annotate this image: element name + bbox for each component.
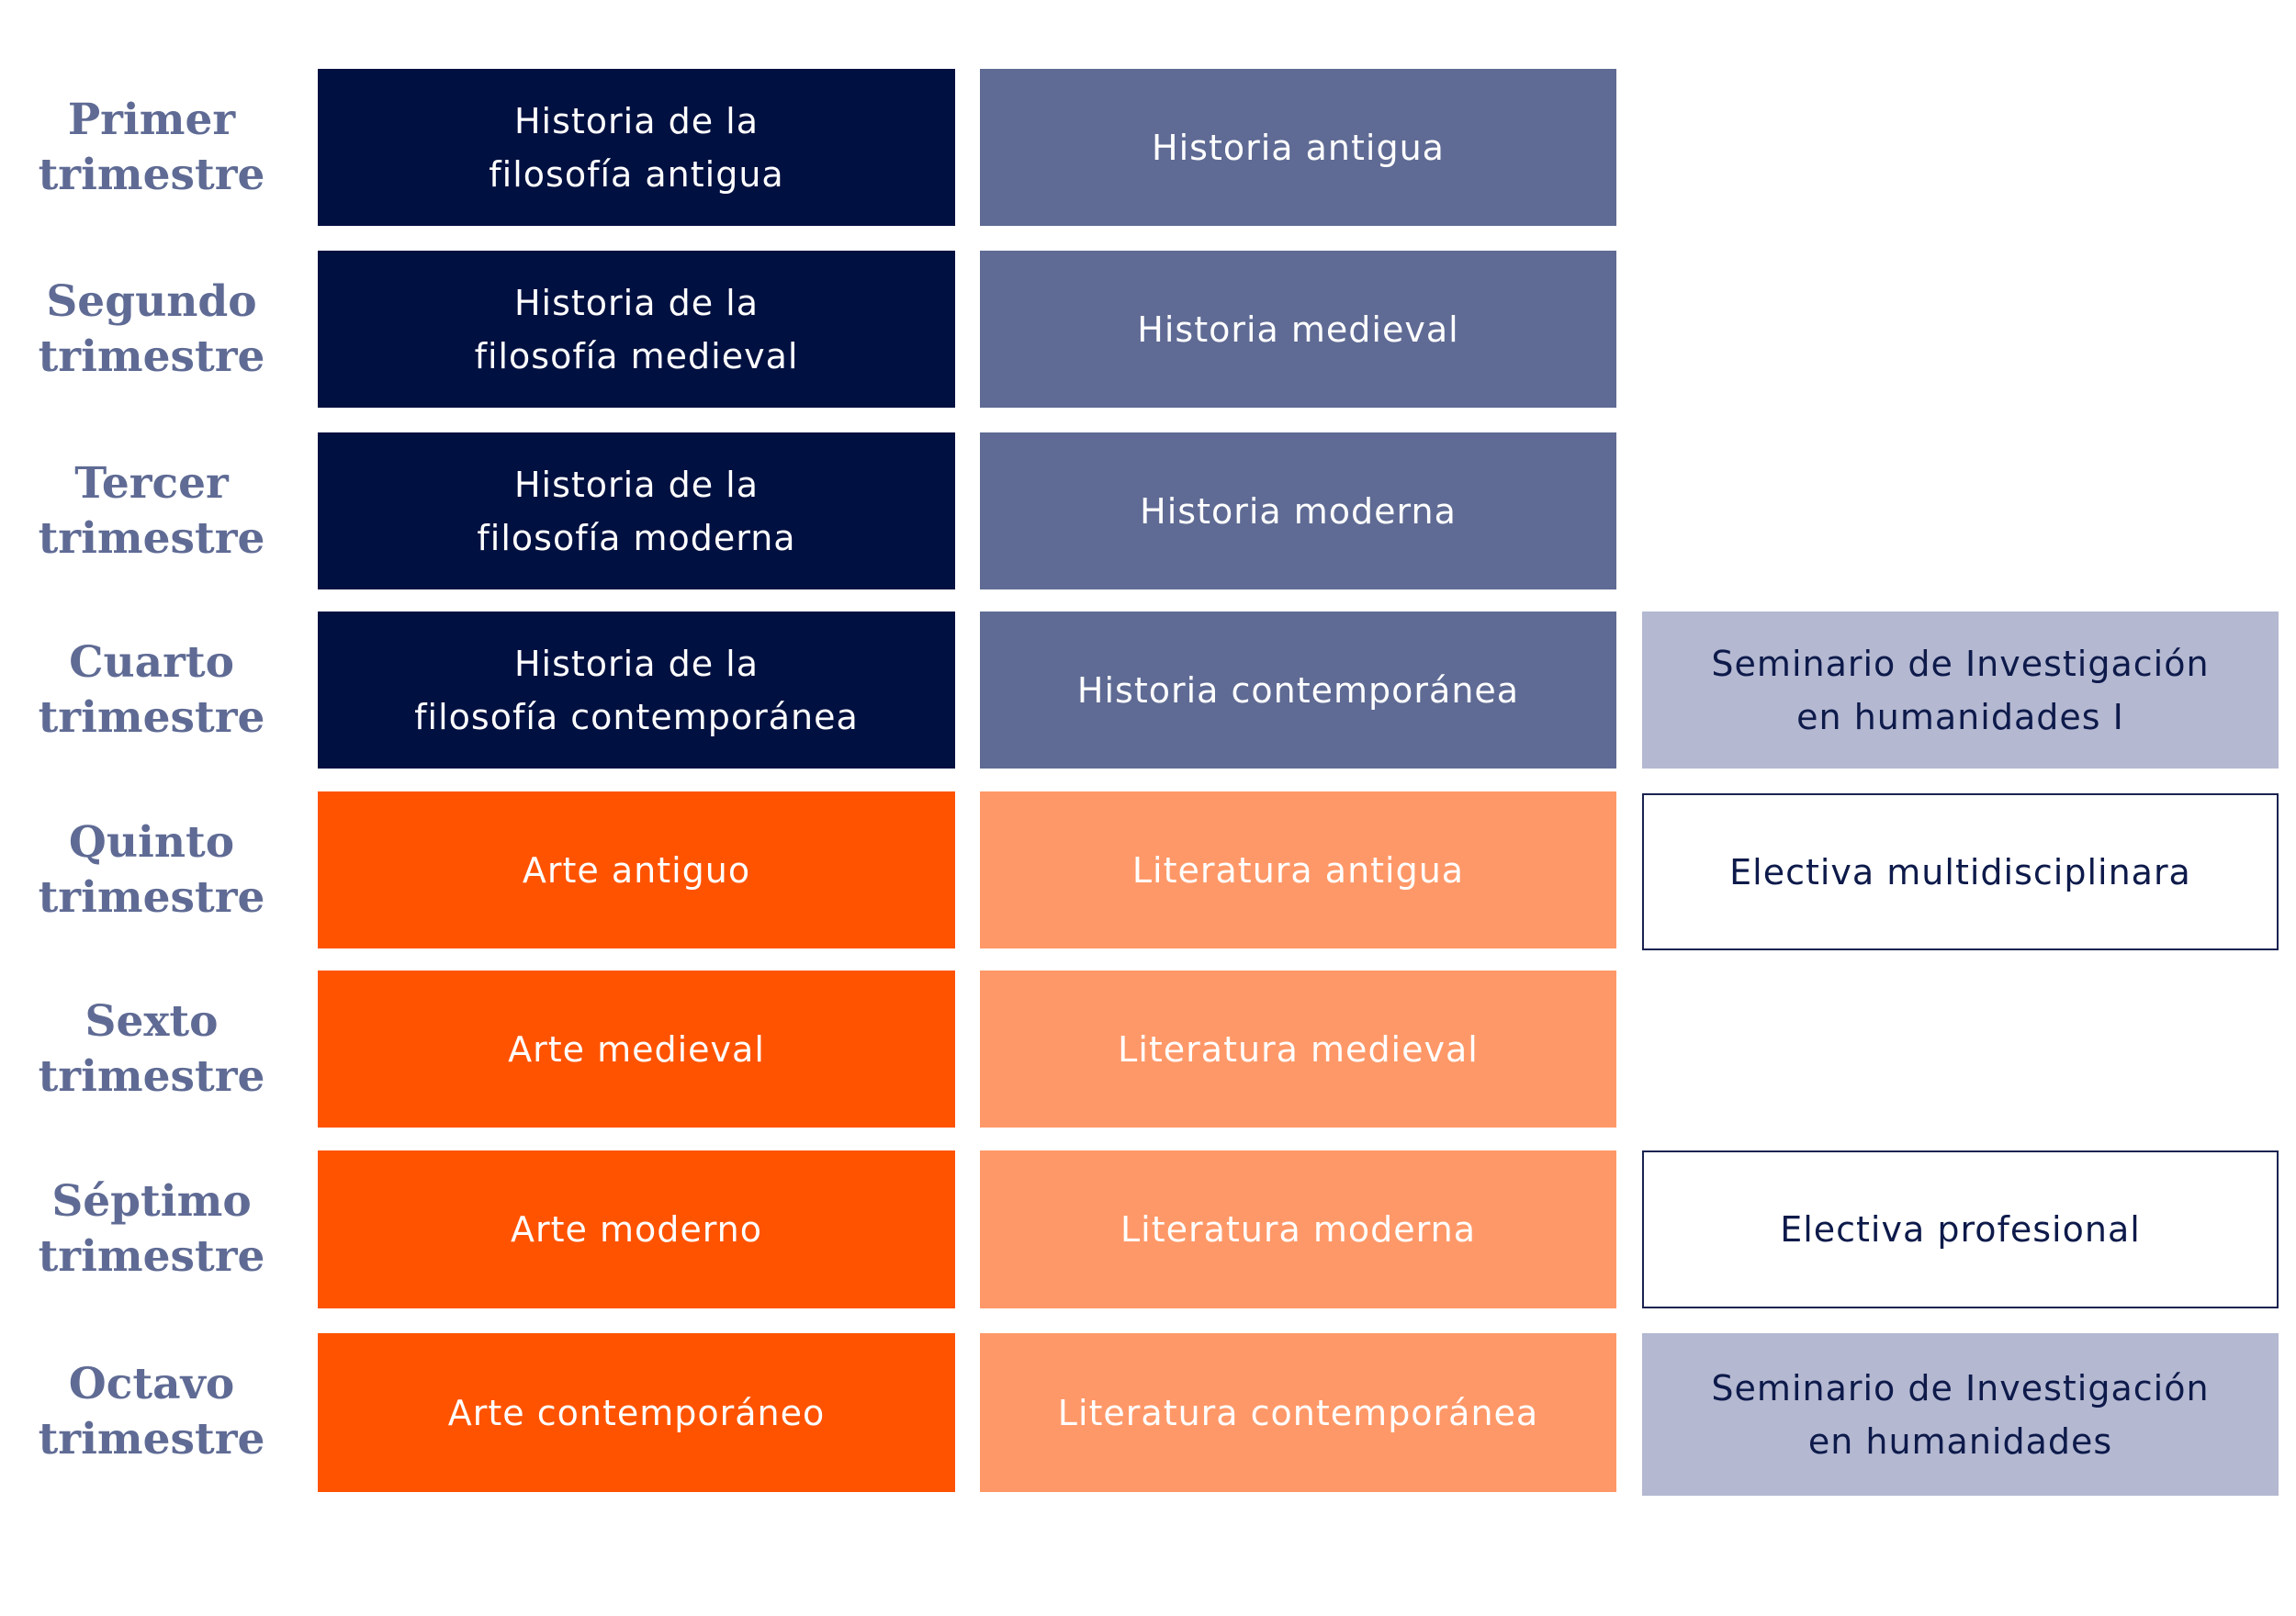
course-seminario-investigacion-1: Seminario de Investigación en humanidade… xyxy=(1642,612,2279,769)
term-label-3: Tercer trimestre xyxy=(38,457,265,564)
term-label-8: Octavo trimestre xyxy=(38,1358,265,1464)
course-historia-contemporanea: Historia contemporánea xyxy=(980,612,1616,769)
course-seminario-investigacion: Seminario de Investigación en humanidade… xyxy=(1642,1333,2279,1496)
course-electiva-profesional: Electiva profesional xyxy=(1642,1150,2279,1308)
term-label-1: Primer trimestre xyxy=(38,94,265,200)
course-filosofia-antigua: Historia de la filosofía antigua xyxy=(318,69,955,226)
course-literatura-moderna: Literatura moderna xyxy=(980,1150,1616,1308)
course-arte-medieval: Arte medieval xyxy=(318,971,955,1128)
term-label-7: Séptimo trimestre xyxy=(38,1175,265,1282)
course-historia-moderna: Historia moderna xyxy=(980,432,1616,589)
course-arte-moderno: Arte moderno xyxy=(318,1150,955,1308)
course-filosofia-moderna: Historia de la filosofía moderna xyxy=(318,432,955,589)
course-historia-antigua: Historia antigua xyxy=(980,69,1616,226)
course-arte-antiguo: Arte antiguo xyxy=(318,791,955,948)
term-label-2: Segundo trimestre xyxy=(38,275,265,382)
course-historia-medieval: Historia medieval xyxy=(980,251,1616,408)
course-literatura-antigua: Literatura antigua xyxy=(980,791,1616,948)
course-electiva-multidisciplinara: Electiva multidisciplinara xyxy=(1642,793,2279,950)
course-literatura-medieval: Literatura medieval xyxy=(980,971,1616,1128)
course-filosofia-contemporanea: Historia de la filosofía contemporánea xyxy=(318,612,955,769)
term-label-5: Quinto trimestre xyxy=(38,816,265,923)
course-literatura-contemporanea: Literatura contemporánea xyxy=(980,1333,1616,1492)
course-filosofia-medieval: Historia de la filosofía medieval xyxy=(318,251,955,408)
term-label-4: Cuarto trimestre xyxy=(38,636,265,743)
term-label-6: Sexto trimestre xyxy=(38,995,265,1102)
course-arte-contemporaneo: Arte contemporáneo xyxy=(318,1333,955,1492)
